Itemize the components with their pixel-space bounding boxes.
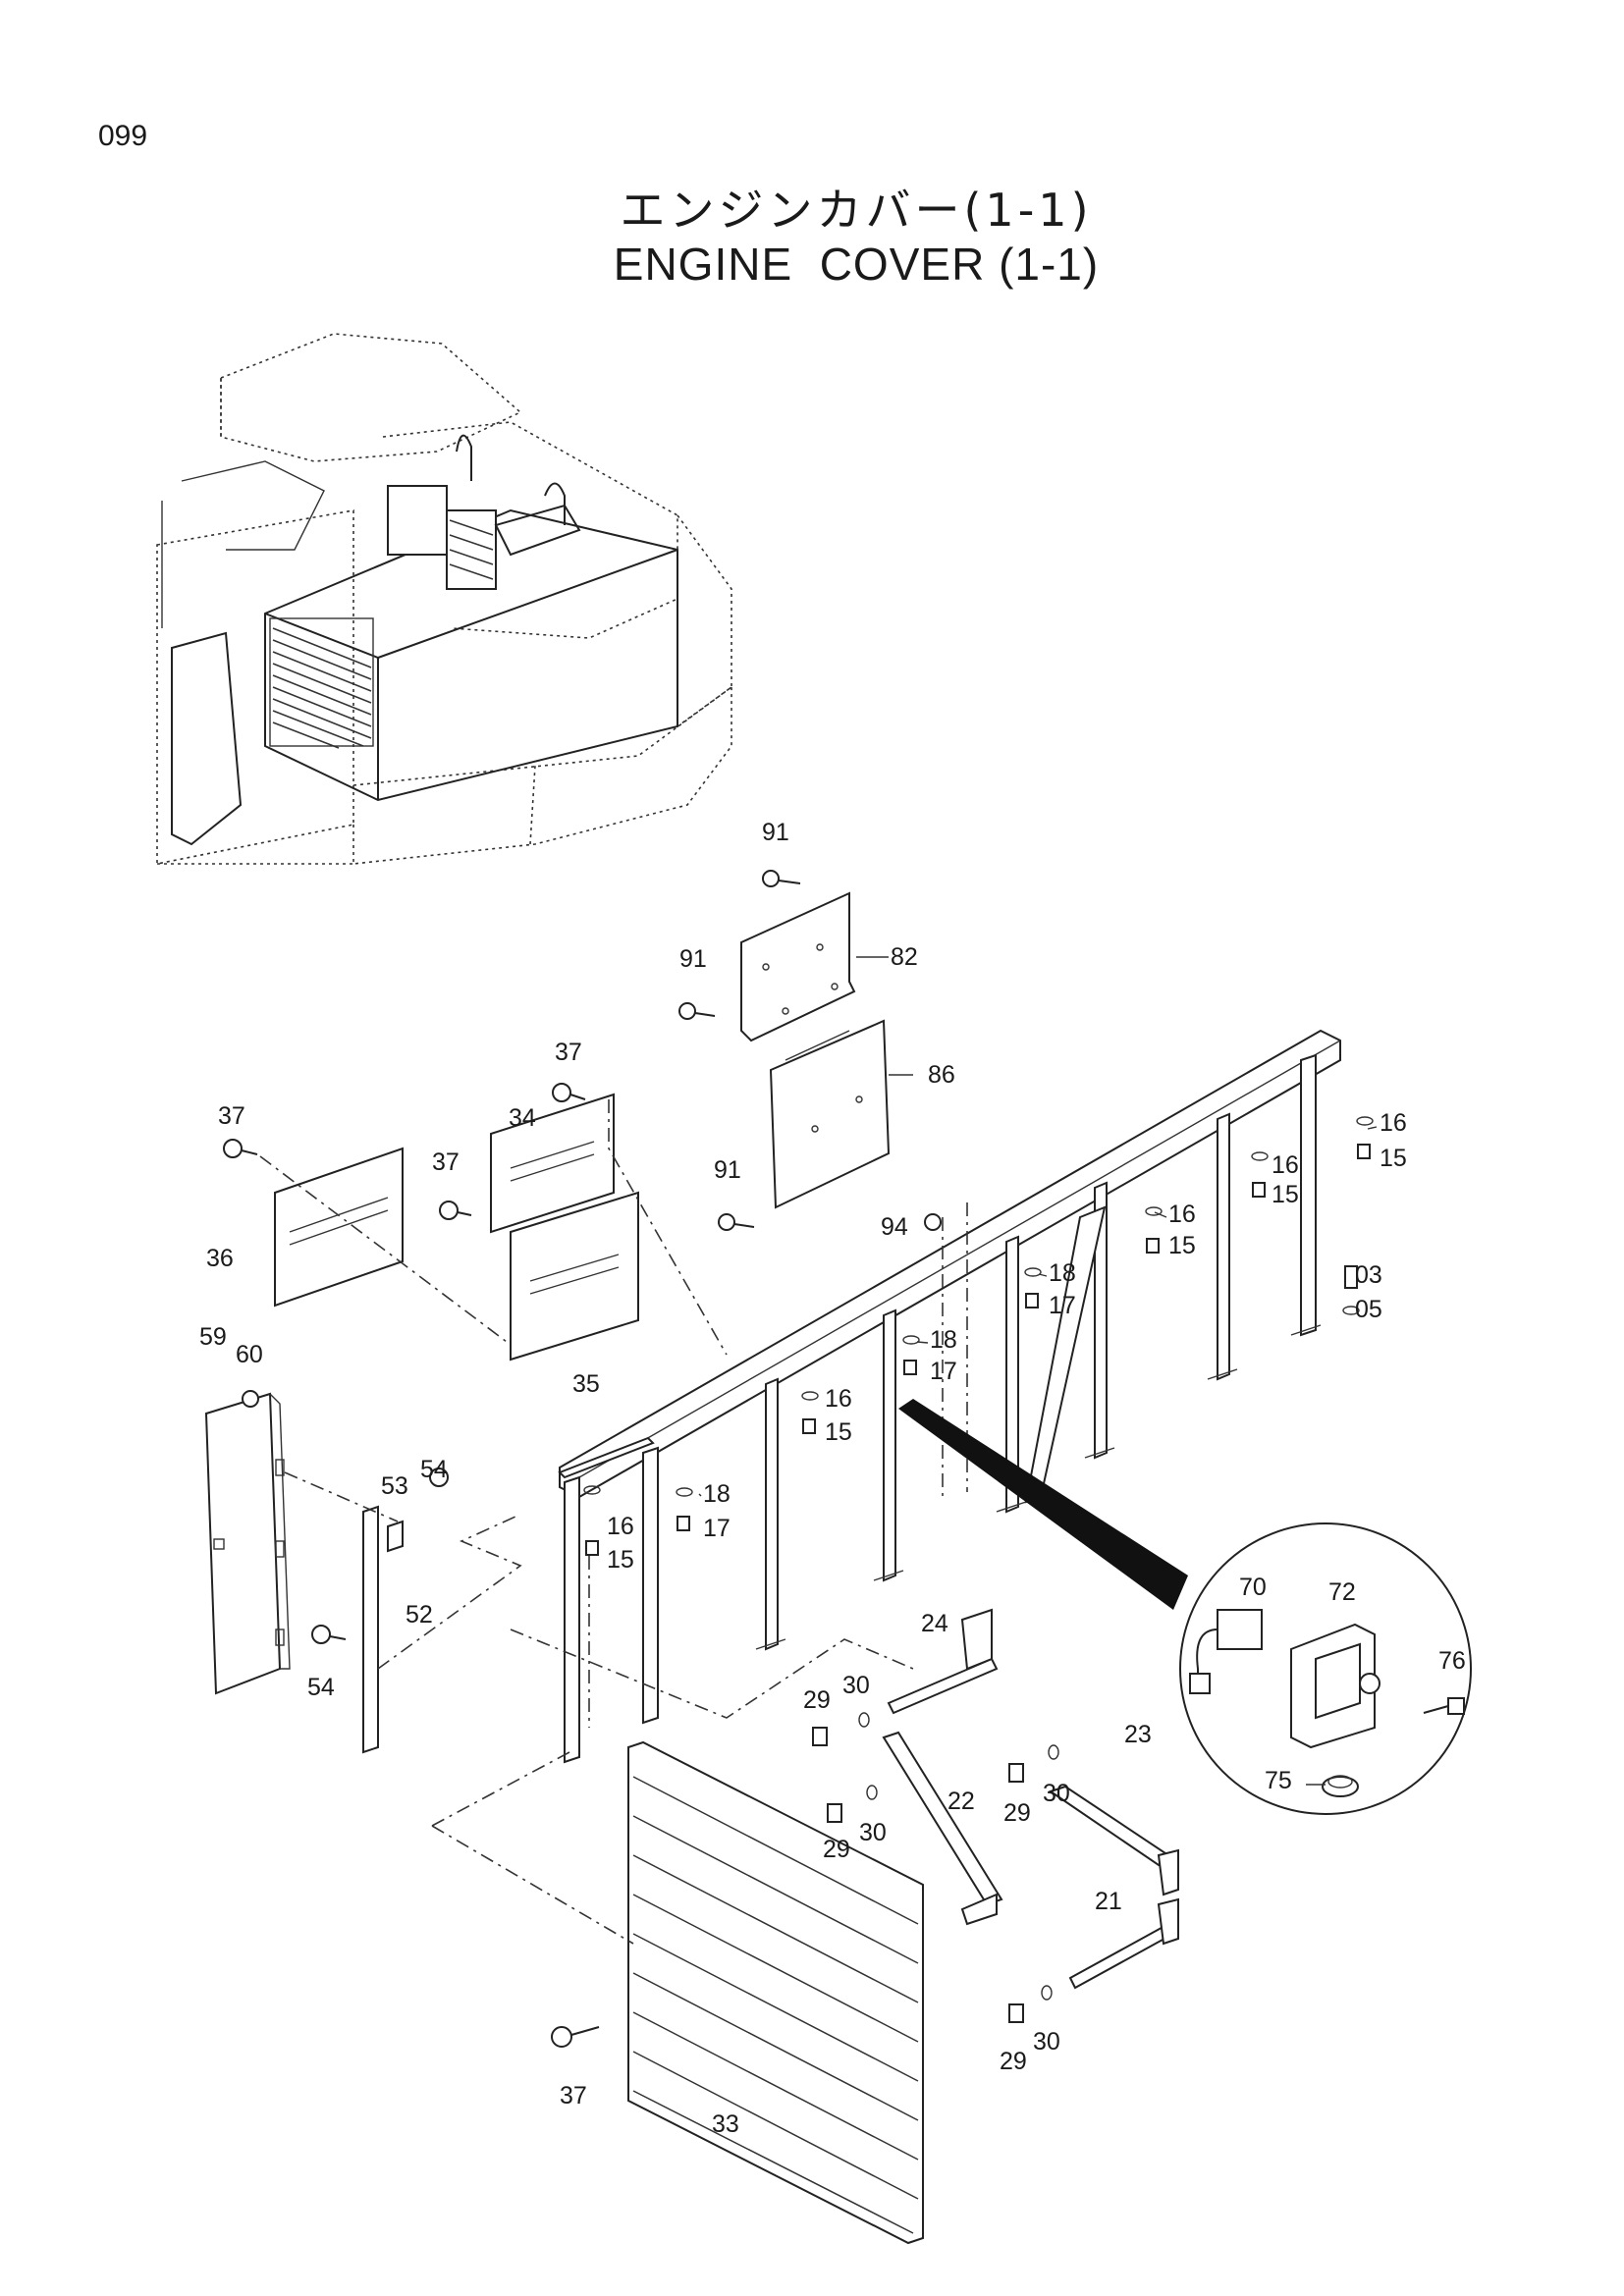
detail-view bbox=[898, 1399, 1472, 1815]
callout-53: 53 bbox=[381, 1472, 408, 1500]
callout-22: 22 bbox=[947, 1788, 975, 1815]
bolt-91-low bbox=[718, 1213, 755, 1231]
callout-17-b: 17 bbox=[930, 1358, 957, 1385]
callout-15-d: 15 bbox=[825, 1418, 852, 1446]
callout-03: 03 bbox=[1355, 1261, 1382, 1289]
callout-29-d: 29 bbox=[1000, 2048, 1027, 2075]
part-23-stay bbox=[1048, 1785, 1179, 1896]
callout-34: 34 bbox=[509, 1104, 536, 1132]
part-34-panel bbox=[490, 1093, 615, 1234]
callout-16-c: 16 bbox=[1168, 1201, 1196, 1228]
callout-54-b: 54 bbox=[307, 1674, 335, 1701]
callout-35: 35 bbox=[572, 1370, 600, 1398]
callout-15-c: 15 bbox=[1168, 1232, 1196, 1259]
callout-54-a: 54 bbox=[420, 1456, 448, 1483]
callout-94: 94 bbox=[881, 1213, 908, 1241]
bolt-91-top bbox=[762, 870, 801, 887]
bolt-37-b bbox=[439, 1201, 472, 1220]
callout-18-c: 18 bbox=[703, 1480, 731, 1508]
part-75-grommet bbox=[1322, 1775, 1359, 1797]
callout-30-b: 30 bbox=[859, 1819, 887, 1846]
callout-18-b: 18 bbox=[930, 1326, 957, 1354]
callout-72: 72 bbox=[1328, 1578, 1356, 1606]
callout-30-c: 30 bbox=[1043, 1780, 1070, 1807]
part-86-top-plate bbox=[769, 1019, 891, 1209]
callout-17-a: 17 bbox=[1049, 1292, 1076, 1319]
front-grille bbox=[269, 617, 374, 749]
callout-70: 70 bbox=[1239, 1574, 1267, 1601]
callout-23: 23 bbox=[1124, 1721, 1152, 1748]
bolt-54-b bbox=[311, 1625, 347, 1644]
callout-15-e: 15 bbox=[607, 1546, 634, 1574]
bolt-60 bbox=[242, 1390, 259, 1408]
callout-59: 59 bbox=[199, 1323, 227, 1351]
page-number: 099 bbox=[98, 120, 148, 152]
bolt-91-mid bbox=[678, 1002, 716, 1020]
callouts: 91 91 91 82 86 37 37 37 34 36 35 94 16 1… bbox=[199, 819, 1466, 2138]
callout-16-d: 16 bbox=[825, 1385, 852, 1413]
callout-36: 36 bbox=[206, 1245, 234, 1272]
title-english: ENGINE COVER (1-1) bbox=[613, 239, 1100, 290]
callout-91-low: 91 bbox=[714, 1156, 741, 1184]
callout-17-c: 17 bbox=[703, 1515, 731, 1542]
hardware-15-16 bbox=[583, 1116, 1374, 1556]
part-70-switch bbox=[1189, 1609, 1263, 1694]
callout-29-b: 29 bbox=[823, 1836, 850, 1863]
main-frame bbox=[558, 1029, 1341, 1764]
title-japanese: エンジンカバー(1-1) bbox=[620, 184, 1093, 237]
callout-37-d: 37 bbox=[560, 2082, 587, 2109]
top-vent-grille bbox=[449, 519, 494, 580]
part-76-bolt bbox=[1423, 1697, 1465, 1715]
callout-75: 75 bbox=[1265, 1767, 1292, 1794]
bolt-37-d bbox=[551, 2026, 600, 2048]
callout-82: 82 bbox=[891, 943, 918, 971]
callout-24: 24 bbox=[921, 1610, 948, 1637]
bolts-29-washers-30 bbox=[812, 1712, 1059, 2023]
callout-86: 86 bbox=[928, 1061, 955, 1089]
part-22-stay bbox=[882, 1731, 1003, 1926]
callout-37-b: 37 bbox=[432, 1148, 460, 1176]
machine-overview bbox=[156, 333, 732, 865]
callout-52: 52 bbox=[406, 1601, 433, 1629]
callout-30-d: 30 bbox=[1033, 2028, 1060, 2056]
bolt-37-c bbox=[552, 1083, 586, 1102]
callout-37-c: 37 bbox=[555, 1039, 582, 1066]
callout-18-a: 18 bbox=[1049, 1259, 1076, 1287]
callout-33: 33 bbox=[712, 2110, 739, 2138]
part-24-stay bbox=[887, 1608, 999, 1715]
callout-16-a: 16 bbox=[1380, 1109, 1407, 1137]
part-33-grille bbox=[627, 1740, 924, 2245]
bolt-54-a bbox=[429, 1468, 449, 1487]
callout-05: 05 bbox=[1355, 1296, 1382, 1323]
callout-16-b: 16 bbox=[1272, 1151, 1299, 1179]
callout-91-mid: 91 bbox=[679, 945, 707, 973]
callout-91-top: 91 bbox=[762, 819, 789, 846]
leader-lines bbox=[698, 1126, 1378, 1786]
callout-37-a: 37 bbox=[218, 1102, 245, 1130]
callout-15-b: 15 bbox=[1272, 1181, 1299, 1208]
part-36-panel bbox=[274, 1147, 404, 1308]
part-35-panel bbox=[510, 1191, 639, 1362]
callout-29-c: 29 bbox=[1003, 1799, 1031, 1827]
bolt-37-a bbox=[223, 1139, 258, 1158]
part-21-stay bbox=[1068, 1897, 1179, 1990]
part-52-strap bbox=[362, 1505, 404, 1754]
callout-29-a: 29 bbox=[803, 1686, 831, 1714]
part-82-top-plate bbox=[740, 891, 856, 1042]
callout-76: 76 bbox=[1438, 1647, 1466, 1675]
part-72-bracket bbox=[1290, 1623, 1380, 1749]
callout-21: 21 bbox=[1095, 1888, 1122, 1915]
callout-30-a: 30 bbox=[842, 1672, 870, 1699]
callout-16-e: 16 bbox=[607, 1513, 634, 1540]
part-59-door bbox=[204, 1392, 291, 1695]
callout-15-a: 15 bbox=[1380, 1145, 1407, 1172]
callout-60: 60 bbox=[236, 1341, 263, 1368]
